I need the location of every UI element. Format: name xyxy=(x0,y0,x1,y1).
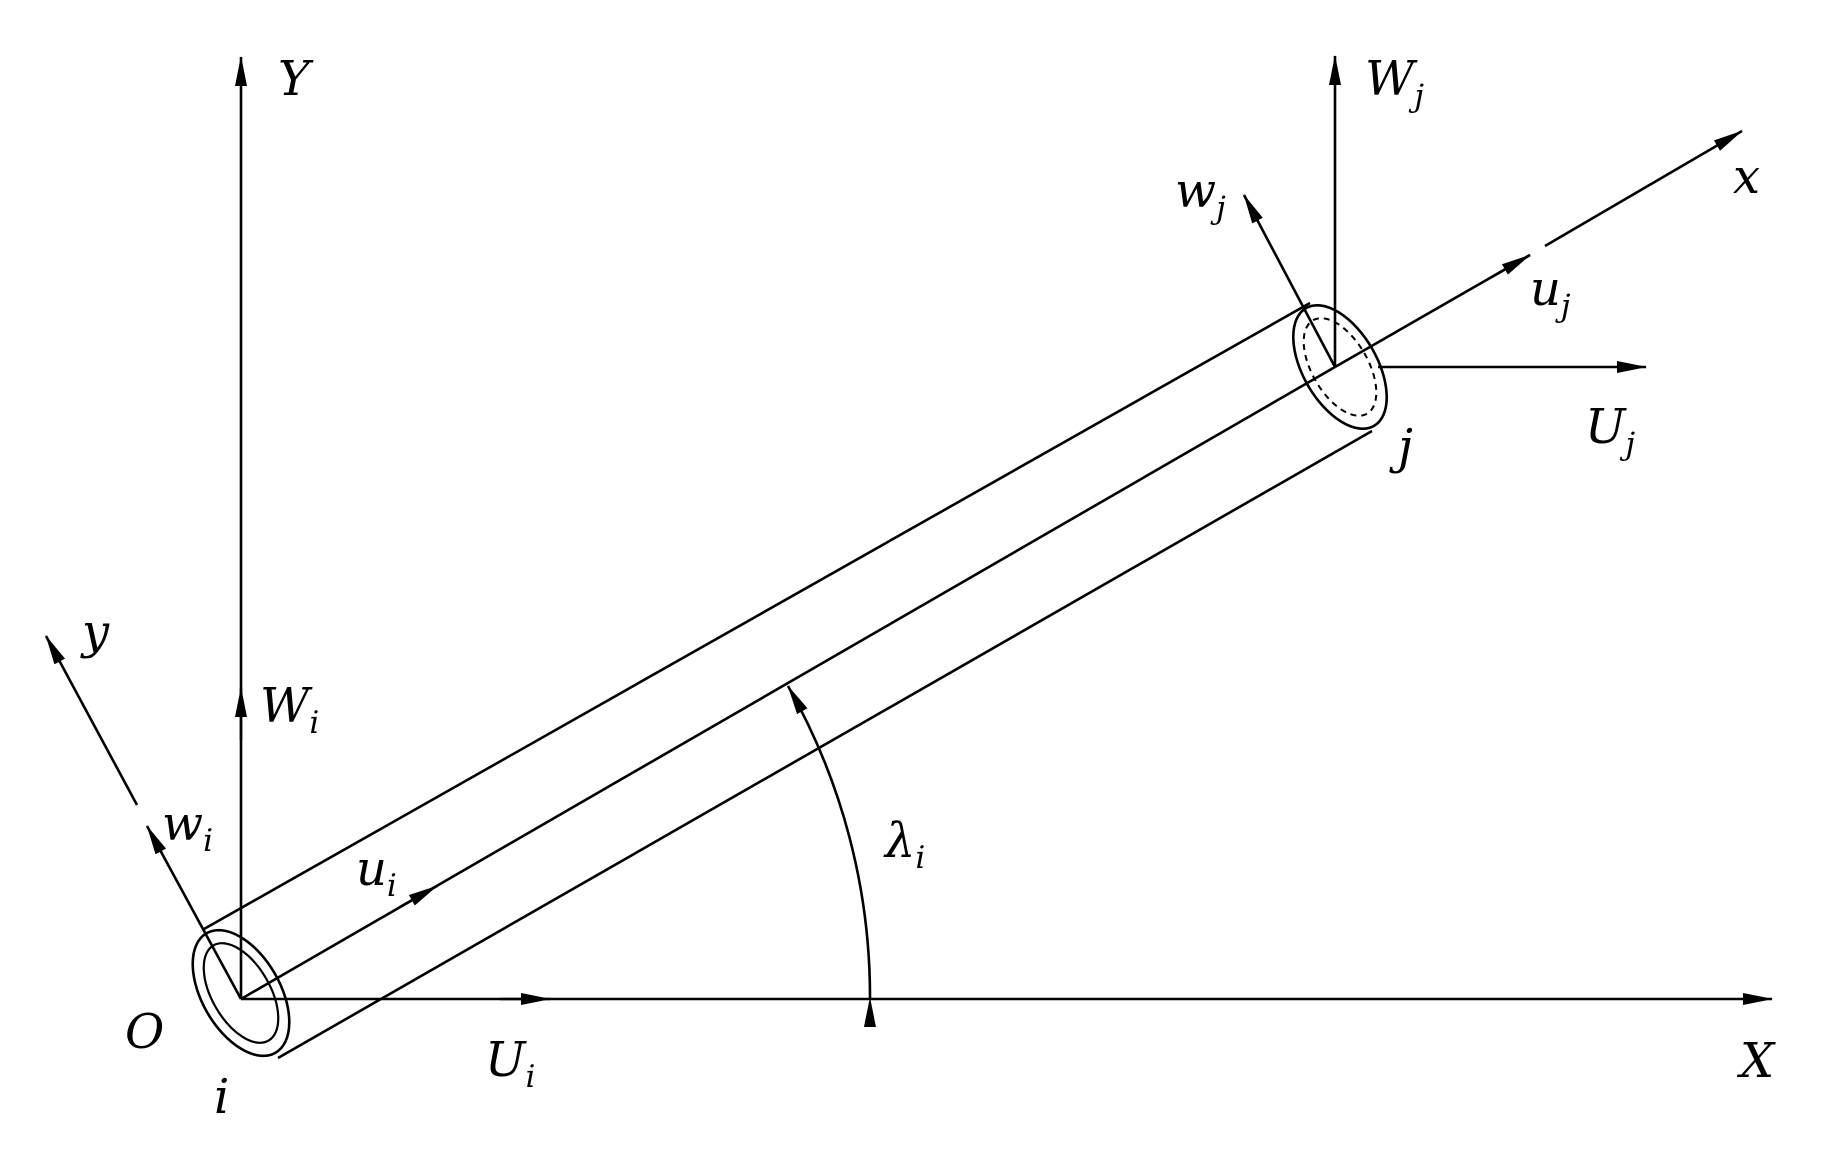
label-uj: uj xyxy=(1530,261,1571,324)
label-origin: O xyxy=(125,1004,164,1060)
pipe-end-i-outer xyxy=(191,928,291,1058)
label-Ui: Ui xyxy=(485,1032,535,1095)
label-node-j: j xyxy=(1389,419,1413,475)
pipe-end-i-inner xyxy=(202,942,280,1044)
label-Wi: Wi xyxy=(260,678,319,741)
wi-local-arrow xyxy=(145,825,243,1000)
uj-local-arrow xyxy=(1489,253,1531,280)
pipe-upper-edge xyxy=(203,301,1311,931)
label-wi: wi xyxy=(162,796,213,859)
label-Wj: Wj xyxy=(1365,51,1424,114)
label-global-y: Y xyxy=(278,51,314,107)
label-ui: ui xyxy=(356,841,397,904)
label-angle: λi xyxy=(883,813,925,876)
local-x-axis-arrow xyxy=(1544,129,1743,248)
pipe-end-j-inner xyxy=(1302,317,1378,417)
local-y-axis xyxy=(44,635,139,806)
angle-arc xyxy=(786,685,876,1028)
label-Uj: Uj xyxy=(1585,399,1635,462)
label-wj: wj xyxy=(1175,163,1226,226)
label-node-i: i xyxy=(214,1069,229,1125)
pipe-lower-edge xyxy=(277,429,1373,1060)
ui-local-arrow xyxy=(399,884,438,909)
pipe-end-j-outer xyxy=(1291,303,1389,431)
label-local-y: y xyxy=(80,604,110,660)
label-local-x: x xyxy=(1733,149,1760,205)
wj-local-arrow xyxy=(1242,194,1337,368)
label-global-x: X xyxy=(1736,1033,1776,1089)
